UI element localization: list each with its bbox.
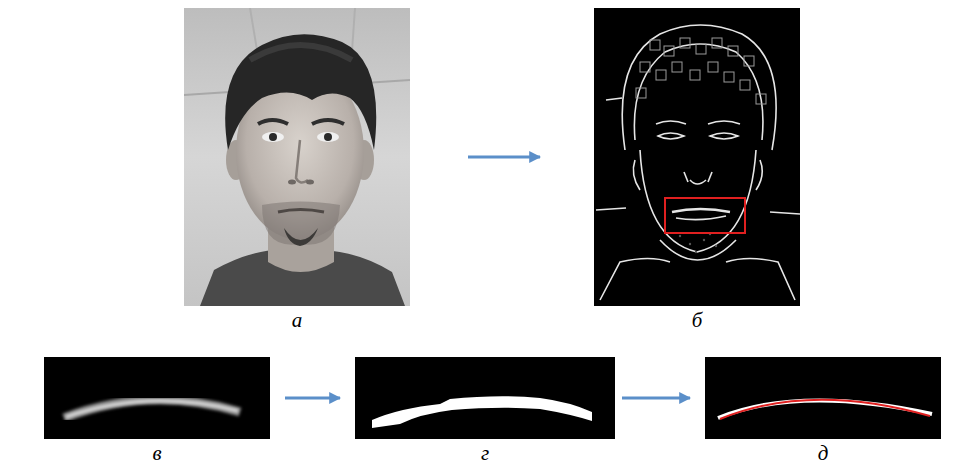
image-panel: д xyxy=(705,357,941,465)
edge-image xyxy=(594,8,800,306)
fitted-curve xyxy=(705,357,941,439)
mouth-crop xyxy=(44,357,270,439)
image-panel: в xyxy=(44,357,270,465)
flow-arrow xyxy=(468,156,540,159)
binary-crop xyxy=(355,357,615,439)
flow-arrow xyxy=(622,397,690,400)
face-photo xyxy=(184,8,410,306)
image-panel: б xyxy=(594,8,800,332)
panel-caption: в xyxy=(44,441,270,465)
panel-caption: б xyxy=(594,308,800,332)
panel-caption: д xyxy=(705,441,941,465)
panel-caption: а xyxy=(184,308,410,332)
panel-caption: г xyxy=(355,441,615,465)
image-panel: а xyxy=(184,8,410,332)
image-panel: г xyxy=(355,357,615,465)
flow-arrow xyxy=(285,397,340,400)
